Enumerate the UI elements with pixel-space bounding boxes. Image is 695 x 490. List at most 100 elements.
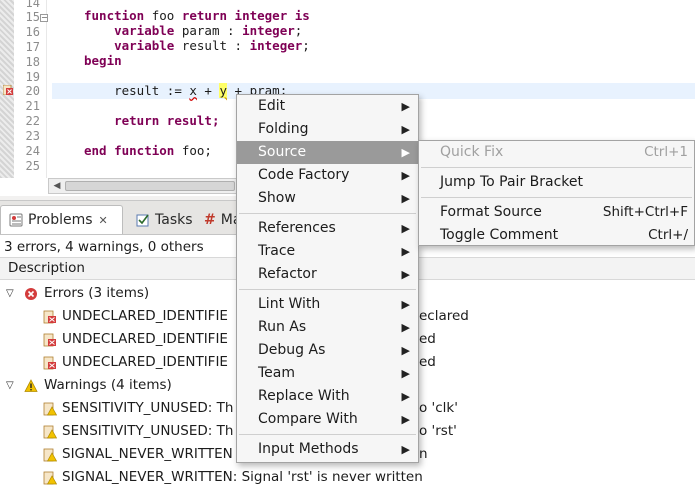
line-number: 18 — [25, 55, 40, 69]
code-line-18: begin — [84, 53, 122, 68]
menu-separator — [421, 167, 692, 168]
row-text: SIGNAL_NEVER_WRITTEN — [62, 446, 233, 462]
menu-item-edit[interactable]: Edit▶ — [237, 95, 418, 118]
menu-item-trace[interactable]: Trace▶ — [237, 240, 418, 263]
menu-item-jump-to-pair-bracket[interactable]: Jump To Pair Bracket — [440, 174, 584, 190]
error-icon — [25, 288, 37, 300]
menu-item-team[interactable]: Team▶ — [237, 362, 418, 385]
table-row[interactable]: UNDECLARED_IDENTIFIE ed — [0, 351, 695, 374]
file-warning-icon — [43, 425, 57, 439]
table-row[interactable]: SIGNAL_NEVER_WRITTEN: Signal 'rst' is ne… — [0, 466, 695, 489]
horizontal-scrollbar[interactable]: ◀ — [48, 178, 248, 194]
file-warning-icon — [43, 402, 57, 416]
table-row[interactable]: SENSITIVITY_UNUSED: Th o 'rst' — [0, 420, 695, 443]
gutter-separator — [46, 0, 47, 178]
code-line-15: function foo return integer is — [84, 8, 310, 23]
line-number: 23 — [25, 129, 40, 143]
row-text-tail: o 'rst' — [419, 423, 457, 439]
menu-separator — [239, 289, 416, 290]
table-row[interactable]: SIGNAL_NEVER_WRITTEN n — [0, 443, 695, 466]
error-marker-icon[interactable] — [3, 85, 13, 95]
warning-icon — [24, 379, 38, 392]
scroll-left-icon[interactable]: ◀ — [53, 181, 61, 191]
line-number: 24 — [25, 144, 40, 158]
menu-separator — [239, 213, 416, 214]
shortcut-label: Ctrl+/ — [648, 227, 688, 243]
menu-item-lint-with[interactable]: Lint With▶ — [237, 293, 418, 316]
chevron-down-icon[interactable]: ▽ — [6, 288, 14, 299]
tab-problems[interactable]: Problems ✕ — [0, 205, 123, 234]
row-text-tail: ed — [419, 354, 436, 370]
table-row[interactable]: UNDECLARED_IDENTIFIE ed — [0, 328, 695, 351]
file-error-icon — [43, 310, 56, 324]
tab-label: Tasks — [155, 211, 193, 228]
chevron-down-icon[interactable]: ▽ — [6, 380, 14, 391]
menu-item-show[interactable]: Show▶ — [237, 187, 418, 210]
menu-item-code-factory[interactable]: Code Factory▶ — [237, 164, 418, 187]
current-line-highlight — [52, 83, 695, 99]
file-warning-icon — [43, 471, 57, 485]
file-error-icon — [43, 356, 56, 370]
line-number-gutter — [14, 0, 46, 178]
shortcut-label: Shift+Ctrl+F — [602, 204, 688, 220]
tree-group-errors[interactable]: ▽ Errors (3 items) — [0, 282, 695, 305]
menu-item-refactor[interactable]: Refactor▶ — [237, 263, 418, 286]
chevron-right-icon: ▶ — [401, 222, 410, 235]
chevron-right-icon: ▶ — [401, 100, 410, 113]
tree-group-warnings[interactable]: ▽ Warnings (4 items) — [0, 374, 695, 397]
problems-icon — [9, 213, 23, 227]
table-row[interactable]: SENSITIVITY_UNUSED: Th o 'clk' — [0, 397, 695, 420]
problems-summary: 3 errors, 4 warnings, 0 others — [4, 239, 204, 255]
scrollbar-thumb[interactable] — [65, 181, 235, 191]
chevron-right-icon: ▶ — [401, 413, 410, 426]
close-icon[interactable]: ✕ — [98, 213, 108, 227]
chevron-right-icon: ▶ — [401, 146, 410, 159]
menu-item-replace-with[interactable]: Replace With▶ — [237, 385, 418, 408]
row-text: SENSITIVITY_UNUSED: Th — [62, 423, 234, 439]
chevron-right-icon: ▶ — [401, 268, 410, 281]
table-row[interactable]: UNDECLARED_IDENTIFIE eclared — [0, 305, 695, 328]
row-text: SENSITIVITY_UNUSED: Th — [62, 400, 234, 416]
row-text: UNDECLARED_IDENTIFIE — [62, 308, 228, 324]
chevron-right-icon: ▶ — [401, 169, 410, 182]
hash-icon: # — [204, 211, 216, 228]
menu-item-source[interactable]: Source▶ — [237, 141, 418, 164]
row-text-tail: n — [419, 446, 428, 462]
menu-item-input-methods[interactable]: Input Methods▶ — [237, 438, 418, 461]
tab-label: Problems — [28, 212, 93, 228]
menu-separator — [421, 197, 692, 198]
code-line-22: return result; — [114, 113, 220, 128]
line-number: 16 — [25, 25, 40, 39]
file-error-icon — [43, 333, 56, 347]
menu-item-folding[interactable]: Folding▶ — [237, 118, 418, 141]
row-text-tail: o 'clk' — [419, 400, 458, 416]
line-number: 19 — [25, 70, 40, 84]
menu-item-run-as[interactable]: Run As▶ — [237, 316, 418, 339]
menu-item-debug-as[interactable]: Debug As▶ — [237, 339, 418, 362]
line-number: 20 — [25, 84, 40, 98]
menu-separator — [239, 434, 416, 435]
chevron-right-icon: ▶ — [401, 321, 410, 334]
menu-item-references[interactable]: References▶ — [237, 217, 418, 240]
row-text: SIGNAL_NEVER_WRITTEN: Signal 'rst' is ne… — [62, 469, 423, 485]
code-line-16: variable param : integer; — [114, 23, 303, 38]
tab-tasks[interactable]: Tasks — [128, 205, 198, 234]
line-number: 14 — [25, 0, 40, 10]
row-text-tail: eclared — [419, 308, 469, 324]
chevron-right-icon: ▶ — [401, 192, 410, 205]
chevron-right-icon: ▶ — [401, 443, 410, 456]
group-label: Errors (3 items) — [44, 285, 150, 301]
line-number: 22 — [25, 114, 40, 128]
chevron-right-icon: ▶ — [401, 123, 410, 136]
menu-item-compare-with[interactable]: Compare With▶ — [237, 408, 418, 431]
file-warning-icon — [43, 448, 57, 462]
fold-toggle-icon[interactable]: − — [40, 13, 48, 22]
tasks-icon — [136, 214, 149, 226]
chevron-right-icon: ▶ — [401, 390, 410, 403]
chevron-right-icon: ▶ — [401, 344, 410, 357]
row-text: UNDECLARED_IDENTIFIE — [62, 354, 228, 370]
